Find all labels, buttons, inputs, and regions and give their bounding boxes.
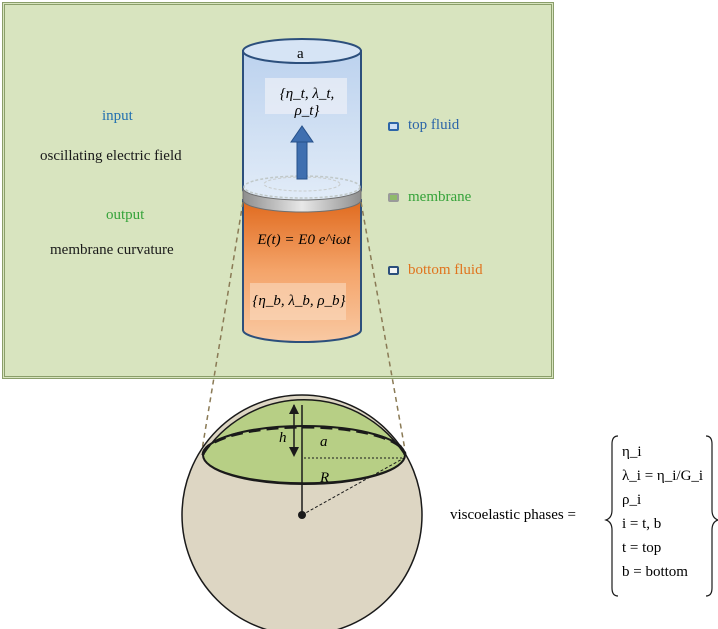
top-fluid-swatch-icon — [388, 122, 399, 131]
left-connector-line — [201, 201, 244, 451]
top-fluid-params: {η_t, λ_t, ρ_t} — [279, 86, 335, 119]
membrane-swatch-icon — [388, 193, 399, 202]
sphere-R-label: R — [320, 470, 330, 486]
bottom-fluid-params: {η_b, λ_b, ρ_b} — [252, 293, 346, 309]
top-radius-label: a — [297, 46, 304, 62]
phases-list: η_i λ_i = η_i/G_i ρ_i i = t, b t = top b… — [622, 440, 703, 584]
right-brace — [705, 435, 718, 597]
input-label: input — [102, 108, 133, 124]
bottom-fluid-cylinder — [242, 199, 362, 343]
legend-membrane: membrane — [408, 189, 472, 205]
sphere — [181, 394, 423, 629]
upward-arrow-icon — [290, 125, 314, 180]
output-label: output — [106, 207, 145, 223]
electric-field-equation: E(t) = E0 e^iωt — [257, 232, 351, 248]
input-description: oscillating electric field — [40, 148, 182, 164]
legend-top-fluid: top fluid — [408, 117, 460, 133]
bottom-params-box — [250, 283, 346, 320]
right-connector-line — [360, 201, 406, 451]
output-description: membrane curvature — [50, 242, 174, 258]
phase-item: η_i — [622, 444, 642, 460]
phase-item: λ_i = η_i/G_i — [622, 468, 704, 484]
phase-item: i = t, b — [622, 516, 662, 532]
left-brace — [604, 435, 619, 597]
phase-item: b = bottom — [622, 564, 688, 580]
top-params-box — [265, 78, 347, 114]
height-h-label: h — [279, 430, 287, 446]
legend-bottom-fluid: bottom fluid — [408, 262, 483, 278]
viscoelastic-phases-label: viscoelastic phases = — [450, 507, 576, 523]
phase-item: ρ_i — [622, 492, 642, 508]
radius-a-label: a — [320, 434, 328, 450]
phase-item: t = top — [622, 540, 662, 556]
bottom-fluid-swatch-icon — [388, 266, 399, 275]
